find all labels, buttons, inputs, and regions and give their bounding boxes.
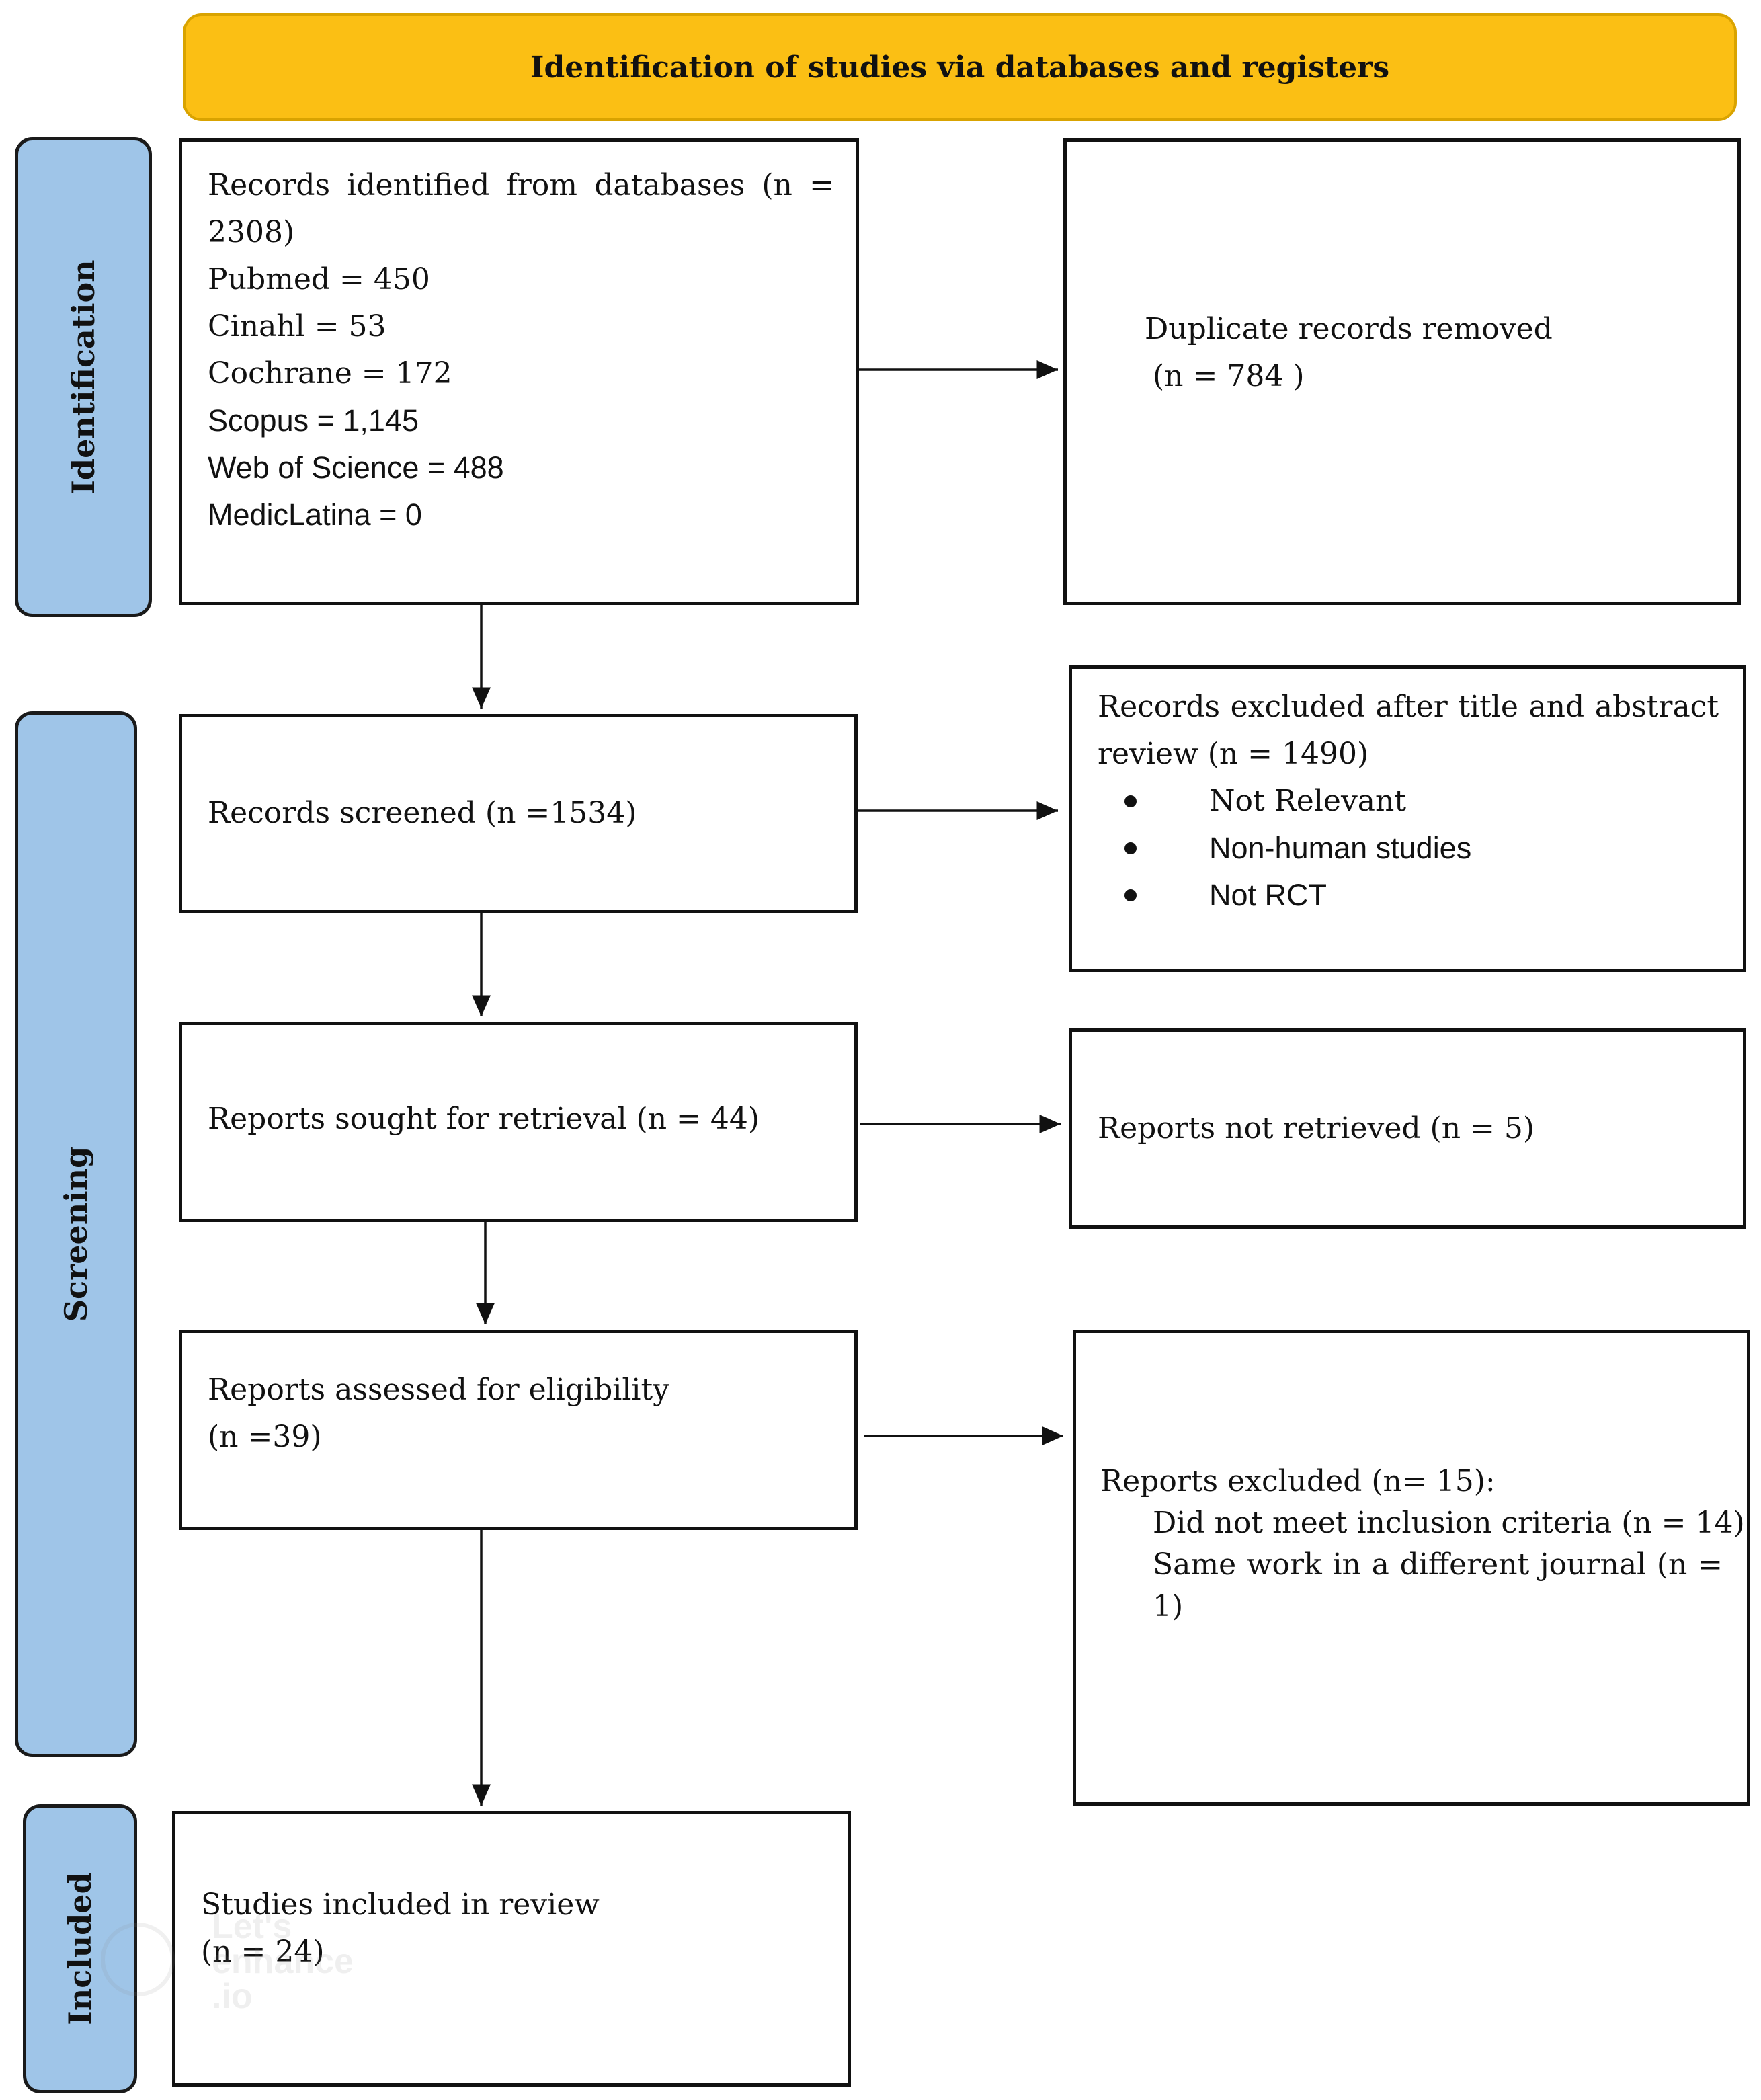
header-banner: Identification of studies via databases …: [183, 13, 1737, 121]
pubmed-count: Pubmed = 450: [208, 262, 430, 296]
phase-screening: Screening: [15, 711, 137, 1757]
reports-sought-text: Reports sought for retrieval (n = 44): [208, 1102, 760, 1136]
mediclatina-count: MedicLatina = 0: [208, 497, 422, 532]
reports-not-retrieved-box: Reports not retrieved (n = 5): [1069, 1028, 1746, 1229]
reports-excluded-reasons: Did not meet inclusion criteria (n = 14)…: [1100, 1502, 1745, 1627]
bullet-label: Not Relevant: [1209, 784, 1407, 818]
reports-excluded-box: Reports excluded (n= 15): Did not meet i…: [1073, 1330, 1750, 1806]
reports-excluded-line3: Same work in a different journal (n =: [1153, 1547, 1723, 1582]
reports-excluded-line1: Reports excluded (n= 15):: [1100, 1464, 1496, 1498]
records-identified-line1: Records identified from databases (n =: [208, 168, 834, 202]
cochrane-count: Cochrane = 172: [208, 356, 452, 391]
wos-count: Web of Science = 488: [208, 450, 504, 485]
excluded-bullet: Not Relevant: [1098, 778, 1719, 825]
records-identified-box: Records identified from databases (n = 2…: [179, 138, 859, 605]
reports-assessed-box: Reports assessed for eligibility (n =39): [179, 1330, 858, 1530]
bullet-label: Non-human studies: [1209, 831, 1472, 865]
bullet-icon: [1124, 842, 1137, 854]
reports-excluded-line4: 1): [1153, 1589, 1184, 1623]
bullet-icon: [1124, 889, 1137, 901]
records-screened-box: Records screened (n =1534): [179, 714, 858, 913]
excluded-bullet: Not RCT: [1098, 872, 1719, 919]
bullet-label: Not RCT: [1209, 878, 1327, 912]
records-screened-text: Records screened (n =1534): [208, 796, 637, 830]
bullet-icon: [1124, 795, 1137, 807]
reports-not-retrieved-text: Reports not retrieved (n = 5): [1098, 1111, 1535, 1145]
cinahl-count: Cinahl = 53: [208, 309, 386, 344]
phase-identification: Identification: [15, 137, 152, 617]
records-identified-line2: 2308): [208, 215, 295, 249]
duplicates-removed-box: Duplicate records removed (n = 784 ): [1063, 138, 1741, 605]
records-excluded-title-box: Records excluded after title and abstrac…: [1069, 665, 1746, 972]
excluded-title-line1: Records excluded after title and abstrac…: [1098, 690, 1719, 724]
duplicates-line2: (n = 784 ): [1153, 359, 1305, 393]
studies-included-line2: (n = 24): [201, 1935, 325, 1969]
scopus-count: Scopus = 1,145: [208, 403, 419, 438]
studies-included-line1: Studies included in review: [201, 1888, 600, 1922]
phase-included: Included: [23, 1804, 137, 2093]
reports-assessed-line1: Reports assessed for eligibility: [208, 1373, 670, 1407]
reports-assessed-line2: (n =39): [208, 1420, 322, 1454]
reports-excluded-line2: Did not meet inclusion criteria (n = 14): [1153, 1506, 1745, 1540]
reports-sought-box: Reports sought for retrieval (n = 44): [179, 1022, 858, 1222]
duplicates-line1: Duplicate records removed: [1145, 312, 1553, 346]
header-title: Identification of studies via databases …: [530, 50, 1390, 85]
excluded-title-line2: review (n = 1490): [1098, 737, 1369, 771]
studies-included-box: Studies included in review (n = 24): [172, 1811, 851, 2087]
excluded-bullet: Non-human studies: [1098, 825, 1719, 872]
